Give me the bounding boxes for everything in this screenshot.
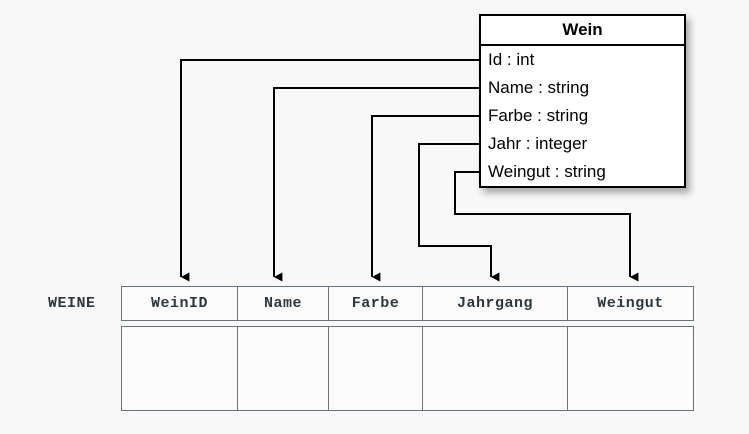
uml-attribute-jahr: Jahr : integer [488, 134, 588, 153]
relation-column-weingut: Weingut [567, 286, 694, 321]
connector-farbe-to-farbe [371, 115, 479, 282]
connector-weingut-to-weingut [454, 171, 639, 282]
relation-body-row [121, 326, 694, 411]
relation-column-farbe: Farbe [328, 286, 423, 321]
connector-id-to-weinid [180, 59, 479, 282]
relation-cell-weinid [121, 326, 238, 411]
relation-column-weinid: WeinID [121, 286, 238, 321]
uml-class-wein: Wein Id : int Name : string Farbe : stri… [479, 14, 686, 188]
relation-cell-farbe [328, 326, 423, 411]
relation-name-label: WEINE [48, 295, 96, 312]
relation-cell-name [237, 326, 329, 411]
relation-column-jahrgang: Jahrgang [422, 286, 568, 321]
relation-header-row: WeinID Name Farbe Jahrgang Weingut [121, 286, 694, 321]
uml-class-title: Wein [481, 16, 684, 46]
uml-attribute-weingut: Weingut : string [488, 162, 606, 181]
uml-attribute-list: Id : int Name : string Farbe : string Ja… [481, 46, 684, 186]
uml-attribute-id: Id : int [488, 50, 535, 69]
connector-jahr-to-jahrgang [418, 143, 500, 282]
relation-table: WeinID Name Farbe Jahrgang Weingut [121, 286, 694, 411]
uml-attribute-farbe: Farbe : string [488, 106, 589, 125]
uml-attribute-name: Name : string [488, 78, 590, 97]
connector-name-to-name [273, 87, 479, 282]
relation-cell-weingut [567, 326, 694, 411]
relation-cell-jahrgang [422, 326, 568, 411]
relation-column-name: Name [237, 286, 329, 321]
